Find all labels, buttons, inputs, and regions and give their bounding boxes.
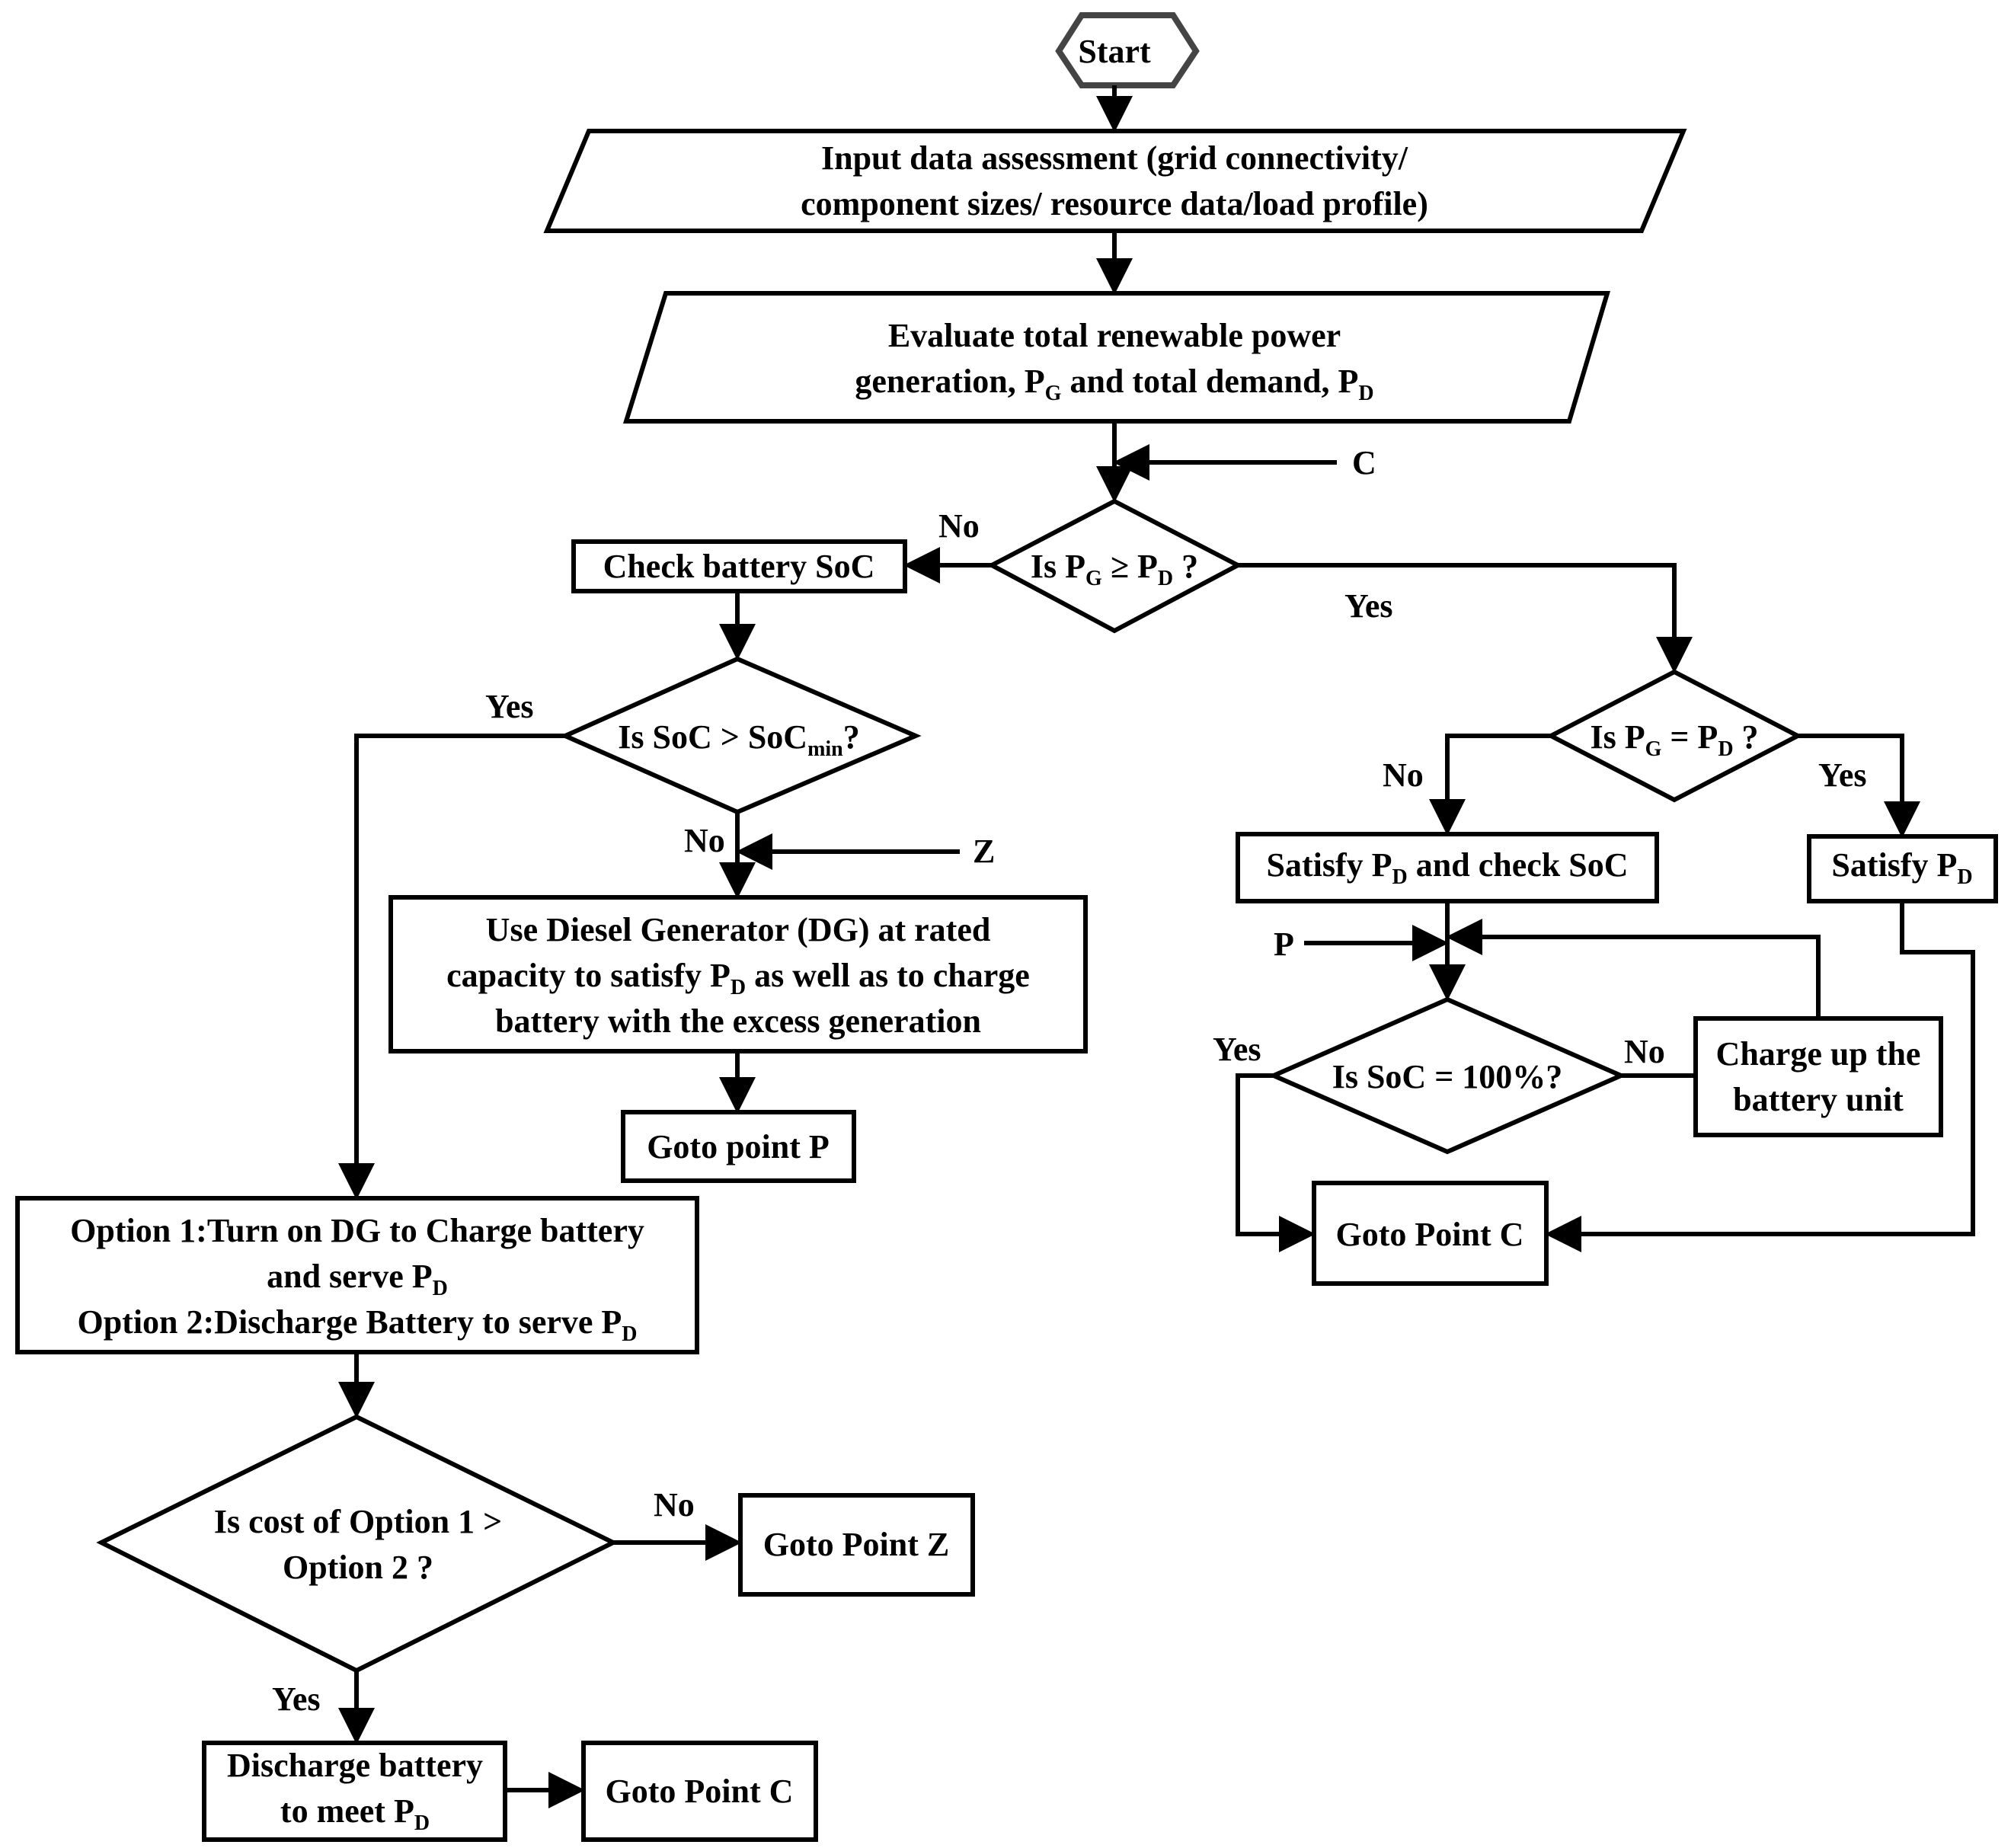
- pg-ge-pd-text: Is PG ≥ PD ?: [1031, 548, 1198, 590]
- full-no-label: No: [1624, 1033, 1665, 1070]
- satisfy-pd-text: Satisfy PD: [1831, 846, 1972, 889]
- dec1-no-label: No: [938, 507, 980, 545]
- input-data-line2: component sizes/ resource data/load prof…: [801, 185, 1428, 222]
- p-connector-label: P: [1274, 926, 1294, 963]
- goto-point-c-left-box: [581, 1741, 818, 1842]
- pg-eq-pd-decision: [1546, 669, 1803, 803]
- soc-no-label: No: [684, 822, 725, 859]
- z-connector-label: Z: [973, 833, 995, 870]
- arrow-full-yes-to-goto-c: [1236, 1073, 1316, 1252]
- cost-yes-label: Yes: [272, 1680, 321, 1718]
- input-data-parallelogram: [543, 129, 1687, 233]
- cost-line2: Option 2 ?: [283, 1549, 433, 1586]
- options-line2: and serve PD: [267, 1258, 448, 1300]
- dec2-no-label: No: [1383, 756, 1424, 794]
- check-battery-soc-box: [571, 539, 907, 593]
- goto-point-c-right-text: Goto Point C: [1336, 1216, 1524, 1253]
- dg-line3: battery with the excess generation: [495, 1002, 981, 1040]
- check-battery-soc-text: Check battery SoC: [603, 548, 875, 585]
- pg-eq-pd-text: Is PG = PD ?: [1590, 718, 1758, 761]
- dg-line1: Use Diesel Generator (DG) at rated: [486, 911, 991, 948]
- goto-point-p-text: Goto point P: [647, 1128, 830, 1165]
- dec1-yes-label: Yes: [1344, 587, 1393, 625]
- arrow-charge-loop-back: [1446, 919, 1821, 1018]
- evaluate-line2: generation, PG and total demand, PD: [855, 363, 1373, 405]
- arrow-decision-yes-to-eq: [1238, 563, 1693, 673]
- soc-min-text: Is SoC > SoCmin?: [618, 718, 860, 761]
- soc-yes-label: Yes: [485, 688, 534, 725]
- dec2-yes-label: Yes: [1818, 756, 1867, 794]
- options-line3: Option 2:Discharge Battery to serve PD: [77, 1303, 637, 1346]
- cost-no-label: No: [654, 1486, 695, 1523]
- soc-full-decision: [1268, 996, 1627, 1155]
- discharge-line1: Discharge battery: [227, 1747, 483, 1784]
- cost-line1: Is cost of Option 1 >: [214, 1503, 502, 1540]
- goto-point-c-left-text: Goto Point C: [606, 1773, 794, 1810]
- evaluate-parallelogram: [622, 291, 1611, 424]
- full-yes-label: Yes: [1213, 1031, 1261, 1068]
- satisfy-check-soc-text: Satisfy PD and check SoC: [1267, 846, 1629, 889]
- start-label: Start: [1078, 33, 1151, 70]
- cost-decision: [96, 1414, 619, 1674]
- discharge-line2: to meet PD: [280, 1792, 430, 1835]
- goto-point-z-text: Goto Point Z: [763, 1526, 949, 1563]
- arrow-eq-no-to-satisfy-check: [1429, 734, 1551, 836]
- pg-ge-pd-decision: [986, 498, 1243, 634]
- start-terminal: [1055, 12, 1200, 88]
- c-connector-label: C: [1352, 444, 1376, 481]
- input-data-line1: Input data assessment (grid connectivity…: [821, 139, 1408, 177]
- soc-full-text: Is SoC = 100%?: [1332, 1058, 1563, 1095]
- arrow-soc-yes-to-options: [338, 734, 565, 1200]
- dg-line2: capacity to satisfy PD as well as to cha…: [446, 957, 1030, 999]
- arrow-eq-yes-to-satisfy: [1798, 734, 1920, 838]
- options-line1: Option 1:Turn on DG to Charge battery: [70, 1212, 644, 1249]
- charge-line2: battery unit: [1733, 1081, 1904, 1118]
- arrow-satisfy-to-goto-c: [1545, 901, 1975, 1252]
- evaluate-line1: Evaluate total renewable power: [888, 317, 1341, 354]
- charge-line1: Charge up the: [1716, 1035, 1921, 1073]
- goto-point-z-box: [738, 1493, 975, 1597]
